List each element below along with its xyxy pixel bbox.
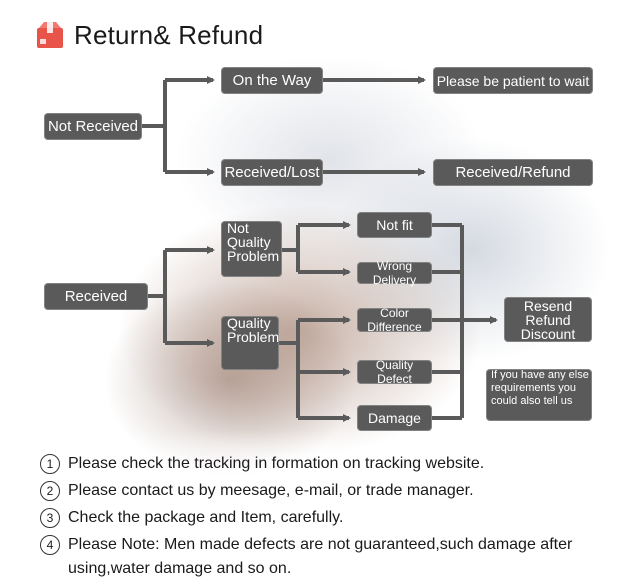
outcome-refund: Refund: [525, 311, 571, 328]
outcome-discount: Discount: [520, 325, 576, 342]
note-item: 2 Please contact us by meesage, e-mail, …: [40, 479, 620, 503]
note-item: 3 Check the package and Item, carefully.: [40, 506, 620, 530]
node-received-lost: Received/Lost: [221, 159, 323, 186]
page-title: Return& Refund: [74, 19, 264, 50]
other-req-line-2: requirements you: [491, 382, 576, 394]
quality-line-2: Problem: [227, 329, 280, 345]
note-text: Please Note: Men made defects are not gu…: [68, 536, 573, 577]
not-quality-line-1: Not: [227, 220, 249, 236]
other-req-line-1: If you have any else: [491, 369, 589, 381]
quality-line-1: Quality: [227, 315, 271, 331]
node-quality-problem: Quality Problem: [221, 316, 279, 370]
note-text: Please contact us by meesage, e-mail, or…: [68, 482, 474, 499]
note-number: 1: [40, 454, 60, 474]
node-damage: Damage: [357, 405, 432, 431]
not-quality-line-2: Quality: [227, 234, 271, 250]
node-received: Received: [44, 283, 148, 310]
node-not-fit: Not fit: [357, 212, 432, 238]
note-text: Please check the tracking in formation o…: [68, 455, 485, 472]
node-other-requirements: If you have any else requirements you co…: [486, 369, 592, 421]
node-quality-defect: Quality Defect: [357, 358, 432, 386]
node-not-quality-problem: Not Quality Problem: [221, 221, 282, 277]
node-outcome: Resend Refund Discount: [504, 297, 592, 342]
page-header: Return& Refund: [36, 18, 263, 52]
notes-list: 1 Please check the tracking in formation…: [40, 452, 620, 584]
package-box-icon: [37, 22, 63, 48]
node-received-refund: Received/Refund: [433, 159, 593, 186]
node-not-received: Not Received: [44, 113, 142, 140]
note-text: Check the package and Item, carefully.: [68, 509, 344, 526]
note-item: 4 Please Note: Men made defects are not …: [40, 533, 620, 581]
node-wrong-delivery: Wrong Delivery: [357, 259, 432, 287]
note-item: 1 Please check the tracking in formation…: [40, 452, 620, 476]
not-quality-line-3: Problem: [227, 248, 280, 264]
note-number: 4: [40, 535, 60, 555]
node-be-patient: Please be patient to wait: [433, 67, 593, 94]
note-number: 3: [40, 508, 60, 528]
node-on-the-way: On the Way: [221, 67, 323, 94]
other-req-line-3: could also tell us: [491, 395, 573, 407]
outcome-resend: Resend: [523, 297, 573, 314]
background-fade: [0, 430, 640, 577]
note-number: 2: [40, 481, 60, 501]
node-color-difference: Color Difference: [357, 306, 432, 334]
